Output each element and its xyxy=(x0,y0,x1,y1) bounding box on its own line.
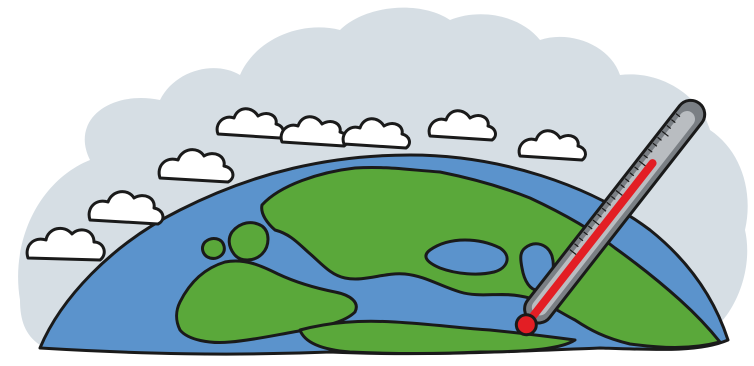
thermometer-tick xyxy=(634,166,639,171)
thermometer-scale xyxy=(569,113,681,255)
cloud-icon xyxy=(215,107,285,140)
thermometer-tick xyxy=(638,160,646,167)
thermometer-tick xyxy=(657,136,662,141)
cloud-icon xyxy=(427,109,497,142)
thermometer-tick xyxy=(652,142,658,147)
island-small xyxy=(201,237,226,260)
thermometer-tick xyxy=(666,124,672,130)
thermometer-tick xyxy=(629,172,635,177)
thermometer-tick xyxy=(675,113,681,118)
thermometer-tick xyxy=(606,201,612,206)
cloud-icon xyxy=(341,117,411,150)
cloud-icon xyxy=(517,129,587,162)
thermometer-tick xyxy=(578,237,584,242)
thermometer-icon xyxy=(514,98,707,337)
thermometer-tick xyxy=(620,184,625,189)
landmass-west xyxy=(175,259,358,344)
thermometer-tick xyxy=(647,148,653,153)
landmass-south xyxy=(298,319,577,355)
thermometer-bulb xyxy=(514,313,538,337)
thermometer-tick xyxy=(601,207,607,212)
thermometer-tick xyxy=(583,231,588,236)
thermometer-tick xyxy=(574,243,579,248)
thermometer-tick xyxy=(569,249,577,255)
island-large xyxy=(227,221,270,262)
thermometer-tick xyxy=(587,225,593,230)
thermometer-tick xyxy=(610,195,616,200)
thermometer-tick xyxy=(597,213,602,218)
thermometer-tick xyxy=(643,154,648,159)
thermometer-tick xyxy=(615,189,623,196)
thermometer-tick xyxy=(661,130,669,137)
inland-sea xyxy=(424,238,509,276)
cloud-icon xyxy=(25,226,106,262)
cloud-icon xyxy=(157,148,235,184)
thermometer-mercury xyxy=(524,159,657,326)
thermometer-tick xyxy=(624,178,630,183)
thermometer-tick xyxy=(592,219,600,226)
thermometer-tick xyxy=(671,119,676,124)
cloud-icon xyxy=(87,190,165,226)
